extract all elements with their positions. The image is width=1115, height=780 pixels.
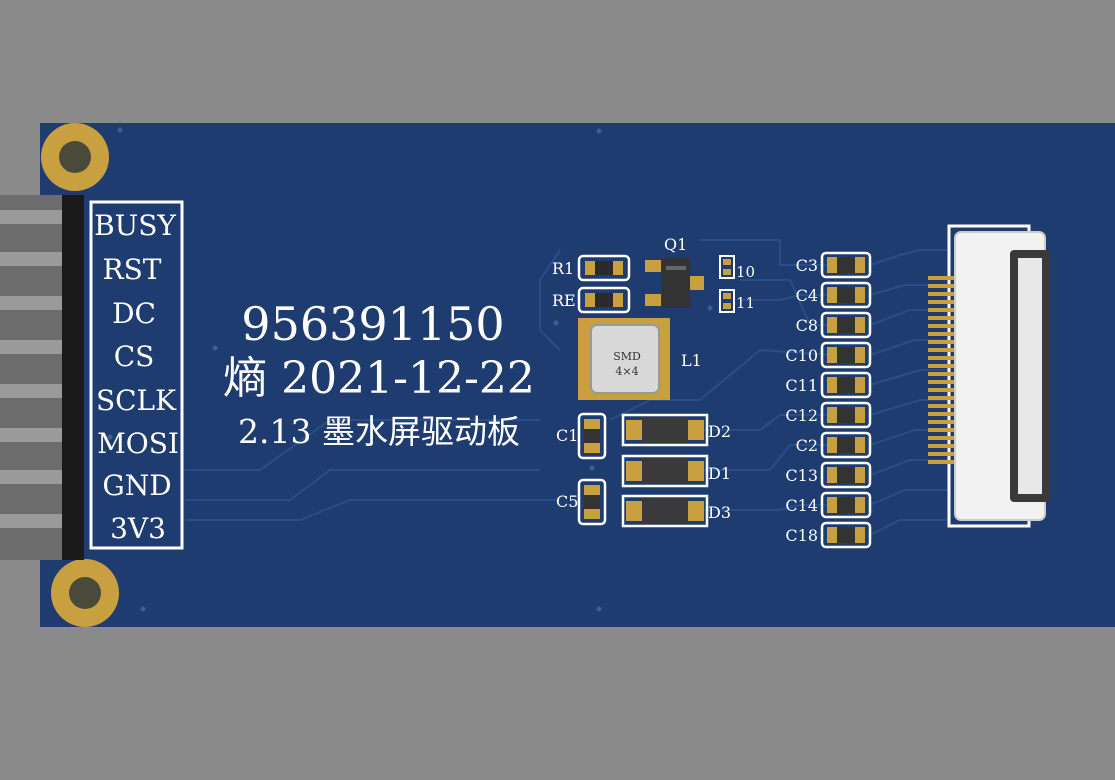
date-line: 熵 2021-12-22 [223, 353, 535, 404]
label-c14: C14 [785, 496, 818, 515]
fpc-pin [928, 436, 958, 440]
fpc-pin [928, 324, 958, 328]
capacitor-c18: C18 [785, 521, 872, 549]
capacitor-c5 [577, 478, 607, 526]
diode-d3 [621, 494, 709, 528]
vias [107, 127, 713, 612]
label-d1: D1 [708, 464, 731, 483]
capacitor-c4: C4 [796, 281, 872, 309]
capacitor-c11: C11 [785, 371, 872, 399]
fpc-pin [928, 316, 958, 320]
label-c5: C5 [556, 492, 578, 511]
label-c4: C4 [796, 286, 818, 305]
fpc-pin [928, 364, 958, 368]
capacitor-c3: C3 [796, 251, 872, 279]
capacitor-c1 [577, 412, 607, 460]
diode-d1 [621, 454, 709, 488]
resistor-re [577, 286, 631, 314]
fpc-pin [928, 300, 958, 304]
serial-number: 956391150 [241, 297, 504, 351]
mounting-hole-icon [41, 123, 109, 191]
label-c2: C2 [796, 436, 818, 455]
label-r10: 10 [736, 263, 755, 281]
fpc-pin [928, 284, 958, 288]
label-l1: L1 [681, 351, 702, 370]
inductor-marking-2: 4×4 [615, 365, 638, 378]
fpc-pin [928, 276, 958, 280]
pin-label-dc: DC [112, 297, 156, 330]
fpc-pin [928, 444, 958, 448]
fpc-connector-icon [928, 224, 1050, 528]
fpc-pin [928, 380, 958, 384]
diode-d2 [621, 413, 709, 447]
pin-label-rst: RST [103, 253, 162, 286]
fpc-pin [928, 332, 958, 336]
fpc-pin [928, 460, 958, 464]
pin-label-busy: BUSY [94, 209, 176, 242]
label-c10: C10 [785, 346, 818, 365]
fpc-pin [928, 452, 958, 456]
pin-header [0, 195, 184, 560]
label-d2: D2 [708, 422, 731, 441]
label-r11: 11 [736, 294, 755, 312]
pin-label-gnd: GND [102, 469, 171, 502]
fpc-pin [928, 292, 958, 296]
fpc-pin [928, 348, 958, 352]
fpc-pin [928, 356, 958, 360]
resistor-r1 [577, 254, 631, 282]
label-q1: Q1 [664, 235, 687, 254]
pin-label-sclk: SCLK [96, 384, 177, 417]
mounting-hole-icon [51, 559, 119, 627]
label-c12: C12 [785, 406, 818, 425]
fpc-pin [928, 396, 958, 400]
capacitor-c10: C10 [785, 341, 872, 369]
fpc-pin [928, 388, 958, 392]
fpc-pin [928, 404, 958, 408]
label-c18: C18 [785, 526, 818, 545]
resistor-r11 [719, 289, 735, 313]
capacitor-c12: C12 [785, 401, 872, 429]
capacitor-c13: C13 [785, 461, 872, 489]
pin-labels: BUSY RST DC CS SCLK MOSI GND 3V3 [94, 209, 179, 545]
label-d3: D3 [708, 503, 731, 522]
label-re: RE [552, 291, 576, 310]
label-c11: C11 [785, 376, 818, 395]
resistor-r10 [719, 255, 735, 279]
capacitor-c2: C2 [796, 431, 872, 459]
label-c3: C3 [796, 256, 818, 275]
inductor-marking-1: SMD [613, 350, 641, 363]
board-title: 956391150 熵 2021-12-22 2.13 墨水屏驱动板 [223, 297, 535, 451]
label-c13: C13 [785, 466, 818, 485]
fpc-pin [928, 428, 958, 432]
label-c1: C1 [556, 426, 578, 445]
capacitor-c14: C14 [785, 491, 872, 519]
pin-label-3v3: 3V3 [110, 512, 166, 545]
fpc-pin [928, 372, 958, 376]
capacitor-c8: C8 [796, 311, 872, 339]
fpc-pin [928, 412, 958, 416]
pin-label-cs: CS [114, 340, 155, 373]
transistor-q1 [645, 258, 704, 308]
fpc-pin [928, 308, 958, 312]
inductor-l1 [578, 318, 670, 400]
pin-label-mosi: MOSI [97, 427, 179, 460]
product-line: 2.13 墨水屏驱动板 [238, 412, 520, 451]
fpc-pin [928, 340, 958, 344]
label-c8: C8 [796, 316, 818, 335]
label-r1: R1 [552, 259, 574, 278]
fpc-pin [928, 420, 958, 424]
